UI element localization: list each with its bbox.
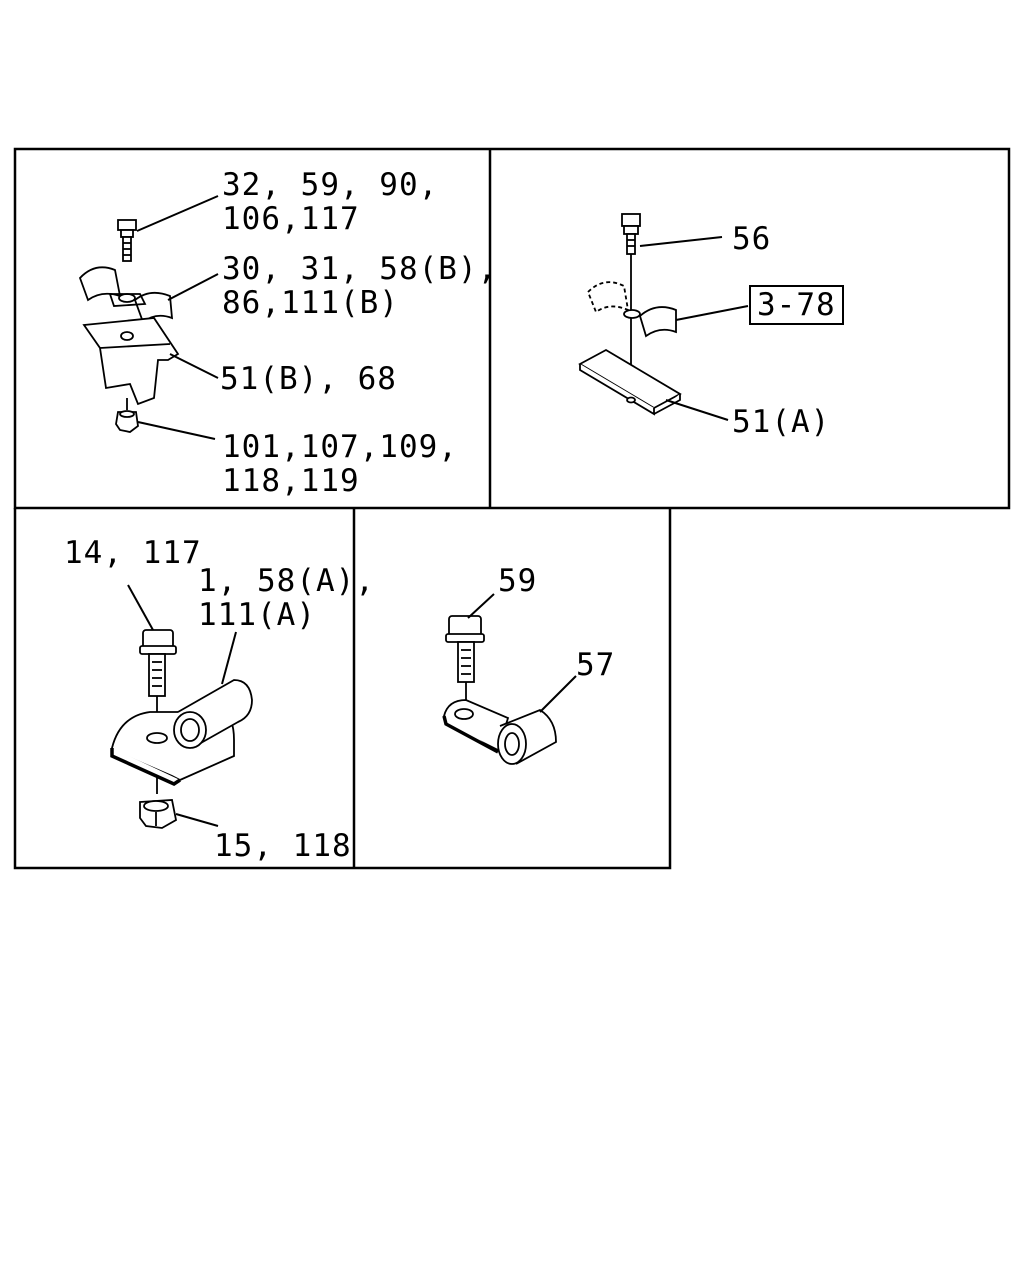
- bl-clip-label-2: 111(A): [198, 597, 316, 633]
- tr-leader-bolt: [639, 236, 723, 247]
- tl-bolt: [117, 219, 137, 262]
- bl-bolt-label: 14, 117: [64, 535, 202, 571]
- tl-clamp: [78, 266, 174, 324]
- tl-leader-nut: [137, 421, 216, 440]
- tr-leader-clamp: [675, 305, 749, 321]
- tl-bolt-label-1: 32, 59, 90,: [222, 167, 439, 203]
- panel-bm-drawing: [442, 615, 557, 765]
- tl-nut-label-1: 101,107,109,: [222, 429, 458, 465]
- tl-nut: [115, 410, 139, 433]
- frame-bottom: [13, 508, 672, 870]
- tr-ref-label: 3-78: [749, 285, 844, 325]
- tl-bracket-label: 51(B), 68: [220, 361, 397, 397]
- tl-leader-bracket: [169, 353, 219, 379]
- bl-bolt: [139, 629, 177, 697]
- tl-bracket: [82, 317, 180, 406]
- tl-clamp-label-2: 86,111(B): [222, 285, 399, 321]
- tl-leader-bolt: [136, 195, 219, 232]
- panel-tr-drawing: [578, 213, 682, 416]
- tr-plate: [578, 348, 682, 416]
- bl-leader-clip: [221, 631, 237, 685]
- bl-leader-nut: [175, 813, 219, 827]
- bm-clip: [442, 699, 557, 765]
- bm-clip-label: 57: [576, 647, 616, 683]
- tr-bolt-label: 56: [732, 221, 772, 257]
- bl-nut-label: 15, 118: [214, 828, 352, 864]
- tl-nut-label-2: 118,119: [222, 463, 360, 499]
- panel-bl-drawing: [110, 629, 253, 829]
- tr-leader-plate: [665, 399, 729, 421]
- bm-bolt-label: 59: [498, 563, 538, 599]
- tr-plate-label: 51(A): [732, 404, 831, 440]
- frame-top: [13, 147, 1011, 510]
- bm-leader-bolt: [467, 593, 495, 619]
- bm-bolt: [445, 615, 485, 683]
- bl-clip-label-1: 1, 58(A),: [198, 563, 375, 599]
- tl-leader-clamp: [167, 273, 219, 301]
- panel-tl-drawing: [78, 219, 180, 433]
- tr-bolt: [621, 213, 641, 255]
- tr-clamp: [586, 281, 677, 338]
- tl-bolt-label-2: 106,117: [222, 201, 360, 237]
- bl-nut: [139, 799, 178, 829]
- tl-clamp-label-1: 30, 31, 58(B),: [222, 251, 498, 287]
- bl-clip: [110, 679, 253, 786]
- bl-leader-bolt: [127, 584, 154, 631]
- bm-leader-clip: [539, 675, 577, 713]
